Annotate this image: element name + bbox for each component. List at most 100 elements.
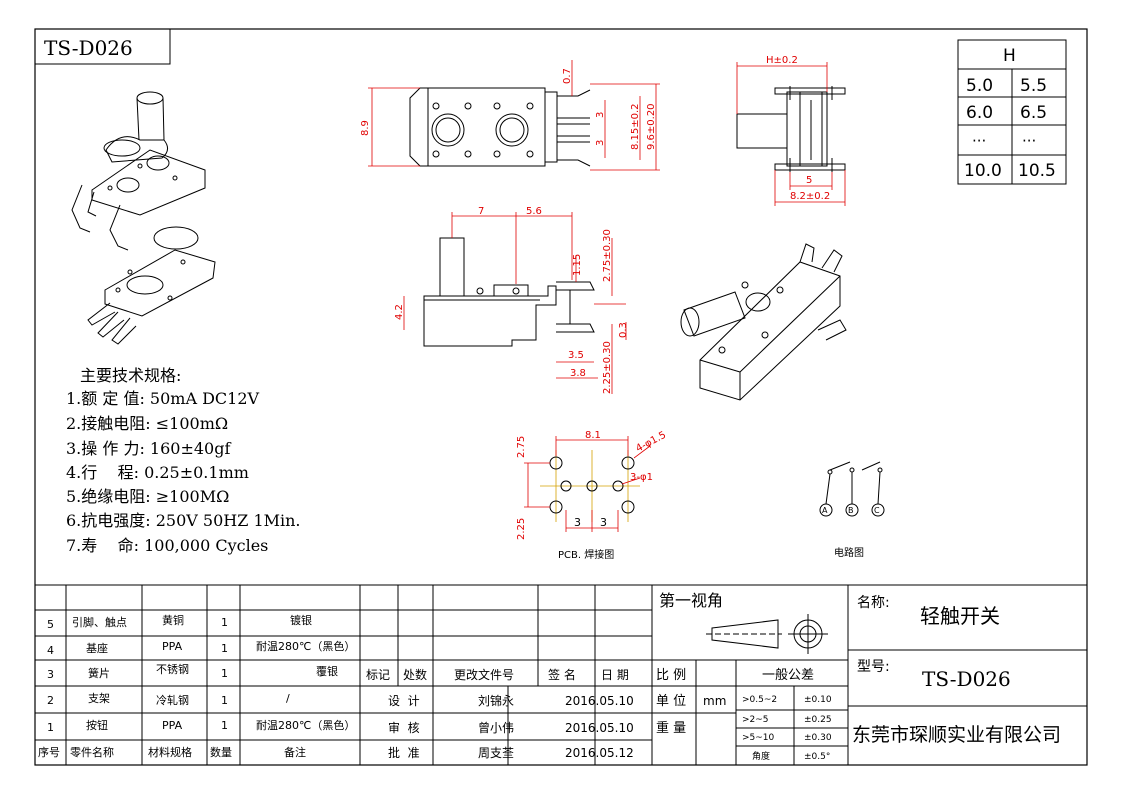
svg-text:数量: 数量	[210, 746, 232, 759]
svg-text:按钮: 按钮	[86, 718, 108, 732]
svg-text:1: 1	[221, 667, 228, 680]
svg-text:冷轧钢: 冷轧钢	[156, 693, 189, 707]
h-cell: 6.5	[1020, 103, 1047, 123]
circuit-diagram	[819, 461, 885, 517]
assembled-view	[680, 243, 847, 401]
svg-text:耐温280℃（黑色）: 耐温280℃（黑色）	[256, 639, 355, 653]
svg-text:设 计: 设 计	[388, 694, 420, 708]
dim-3a: 3	[595, 112, 606, 118]
svg-text:支架: 支架	[88, 692, 110, 705]
svg-text:1: 1	[47, 721, 54, 734]
dim-3-5: 3.5	[568, 350, 584, 361]
svg-text:耐温280℃（黑色）: 耐温280℃（黑色）	[256, 718, 355, 732]
svg-text:2016.05.10: 2016.05.10	[565, 721, 634, 735]
svg-text:2016.05.10: 2016.05.10	[565, 694, 634, 708]
h-cell: 10.0	[964, 161, 1002, 181]
dim-7: 7	[478, 206, 484, 217]
svg-text:4: 4	[47, 644, 54, 657]
h-cell: 6.0	[966, 103, 993, 123]
bom-row: 2 支架 冷轧钢 1 /	[47, 692, 290, 707]
bom-row: 3 簧片 不锈钢 1 覆银	[47, 663, 338, 681]
svg-text:1: 1	[221, 642, 228, 655]
svg-text:曾小伟: 曾小伟	[478, 721, 514, 735]
dim-h: H±0.2	[766, 55, 798, 66]
dim-2-25: 2.25±0.30	[602, 341, 613, 394]
svg-text:角度: 角度	[752, 750, 770, 762]
bom-row: 1 按钮 PPA 1 耐温280℃（黑色）	[47, 718, 355, 734]
svg-text:±0.30: ±0.30	[804, 733, 832, 743]
svg-text:引脚、触点: 引脚、触点	[72, 615, 127, 629]
svg-text:不锈钢: 不锈钢	[156, 663, 189, 676]
exploded-view	[71, 91, 216, 345]
dim-pcb-2-75: 2.75	[516, 436, 527, 458]
svg-text:2016.05.12: 2016.05.12	[565, 746, 634, 760]
svg-text:一般公差: 一般公差	[762, 667, 814, 683]
svg-text:零件名称: 零件名称	[70, 745, 114, 759]
svg-text:1: 1	[221, 616, 228, 629]
dim-8-9: 8.9	[360, 120, 371, 136]
dim-8-15: 8.15±0.2	[630, 103, 641, 150]
svg-text:基座: 基座	[86, 641, 108, 655]
projection-label: 第一视角	[659, 591, 723, 610]
dim-pcb-3b: 3	[600, 516, 607, 529]
spec-item: 1.额 定 值: 50mA DC12V	[66, 389, 260, 408]
svg-text:序号: 序号	[38, 745, 60, 759]
h-cell: ···	[1022, 132, 1036, 150]
dim-5-6: 5.6	[526, 206, 542, 217]
svg-text:>2~5: >2~5	[742, 715, 769, 725]
h-cell: 10.5	[1018, 161, 1056, 181]
svg-text:签 名: 签 名	[548, 667, 576, 682]
svg-text:2: 2	[47, 694, 54, 707]
dim-9-6: 9.6±0.20	[646, 103, 657, 150]
svg-text:镀银: 镀银	[290, 613, 312, 627]
name-label: 名称:	[857, 595, 890, 611]
svg-text:批 准: 批 准	[388, 745, 420, 760]
dim-4-2: 4.2	[394, 304, 405, 320]
svg-text:1: 1	[221, 694, 228, 707]
bom-header: 序号 零件名称 材料规格 数量 备注	[38, 745, 306, 759]
h-cell: ···	[972, 132, 986, 150]
svg-text:±0.25: ±0.25	[804, 715, 832, 725]
svg-text:日 期: 日 期	[601, 668, 629, 682]
model-label: 型号:	[857, 659, 890, 675]
svg-text:PPA: PPA	[162, 719, 183, 732]
svg-text:/: /	[286, 692, 290, 705]
unit-value: mm	[703, 694, 726, 708]
dim-8-2: 8.2±0.2	[790, 191, 830, 202]
model-value: TS-D026	[922, 667, 1011, 691]
height-table: H 5.0 5.5 6.0 6.5 ··· ··· 10.0 10.5	[957, 39, 1067, 185]
front-view-dims	[403, 212, 627, 394]
spec-item: 7.寿 命: 100,000 Cycles	[66, 536, 268, 555]
dim-5: 5	[806, 175, 812, 186]
drawing-frame	[34, 28, 1088, 766]
bom-row: 5 引脚、触点 黄铜 1 镀银	[47, 613, 312, 631]
svg-text:3: 3	[47, 668, 54, 681]
company-name: 东莞市琛顺实业有限公司	[852, 724, 1061, 746]
spec-item: 3.操 作 力: 160±40gf	[66, 439, 231, 458]
circuit-label: 电路图	[834, 546, 864, 559]
specs-block: 主要技术规格: 1.额 定 值: 50mA DC12V 2.接触电阻: ≤100…	[66, 366, 301, 555]
top-view-dims	[368, 60, 660, 171]
dim-pcb-3-phi: 3-φ1	[630, 472, 653, 483]
dim-pcb-2-25: 2.25	[516, 518, 527, 540]
tolerance-table: 一般公差 >0.5~2 ±0.10 >2~5 ±0.25 >5~10 ±0.30…	[742, 667, 832, 762]
pcb-label: PCB. 焊接图	[558, 548, 614, 561]
svg-text:覆银: 覆银	[316, 664, 338, 678]
dim-3-8: 3.8	[570, 368, 586, 379]
pin-b-label: B	[848, 506, 854, 515]
dim-0-7: 0.7	[562, 68, 573, 84]
dim-1-15: 1.15	[572, 254, 583, 276]
svg-text:5: 5	[47, 618, 54, 631]
top-view	[409, 87, 591, 167]
name-value: 轻触开关	[920, 604, 1000, 628]
bom-table: 5 引脚、触点 黄铜 1 镀银 4 基座 PPA 1 耐温280℃（黑色） 3 …	[38, 613, 355, 759]
svg-text:±0.5°: ±0.5°	[804, 752, 830, 762]
dim-0-3: 0.3	[618, 322, 629, 338]
spec-item: 5.绝缘电阻: ≥100MΩ	[66, 487, 229, 506]
specs-title: 主要技术规格:	[80, 366, 181, 385]
svg-text:>5~10: >5~10	[742, 733, 775, 743]
revision-header: 标记 处数 更改文件号 签 名 日 期	[366, 667, 629, 682]
svg-text:刘锦永: 刘锦永	[478, 694, 514, 708]
svg-text:±0.10: ±0.10	[804, 695, 832, 705]
